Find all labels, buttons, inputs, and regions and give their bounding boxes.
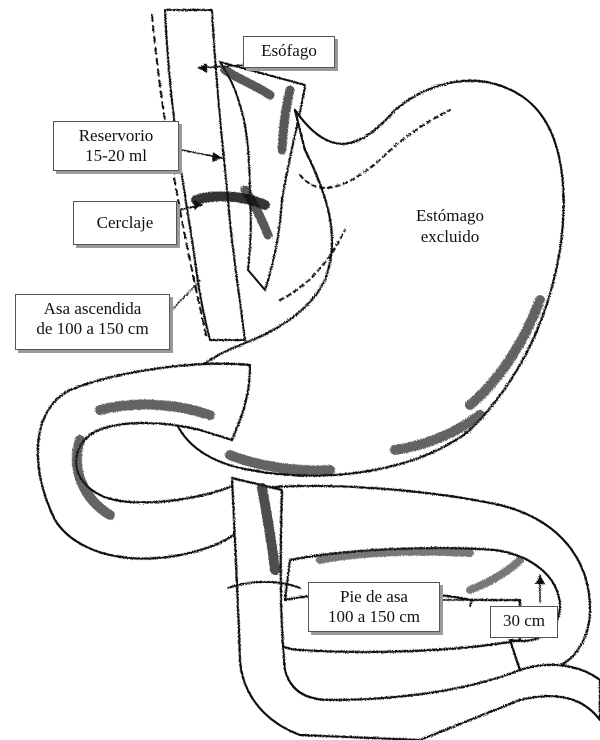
pie-de-asa-label: Pie de asa 100 a 150 cm — [308, 582, 440, 632]
asa-ascendida-label: Asa ascendida de 100 a 150 cm — [15, 294, 170, 350]
reservorio-label: Reservorio 15-20 ml — [53, 121, 179, 171]
distance-arrowhead — [535, 575, 545, 584]
distancia-label: 30 cm — [490, 606, 558, 638]
ascending-limb — [165, 10, 245, 340]
cerclaje-label: Cerclaje — [73, 201, 177, 245]
right-loop — [240, 486, 590, 672]
asa-pointer — [165, 280, 200, 318]
estomago-label: Estómago excluido — [395, 205, 505, 249]
esofago-label: Esófago — [243, 36, 335, 68]
